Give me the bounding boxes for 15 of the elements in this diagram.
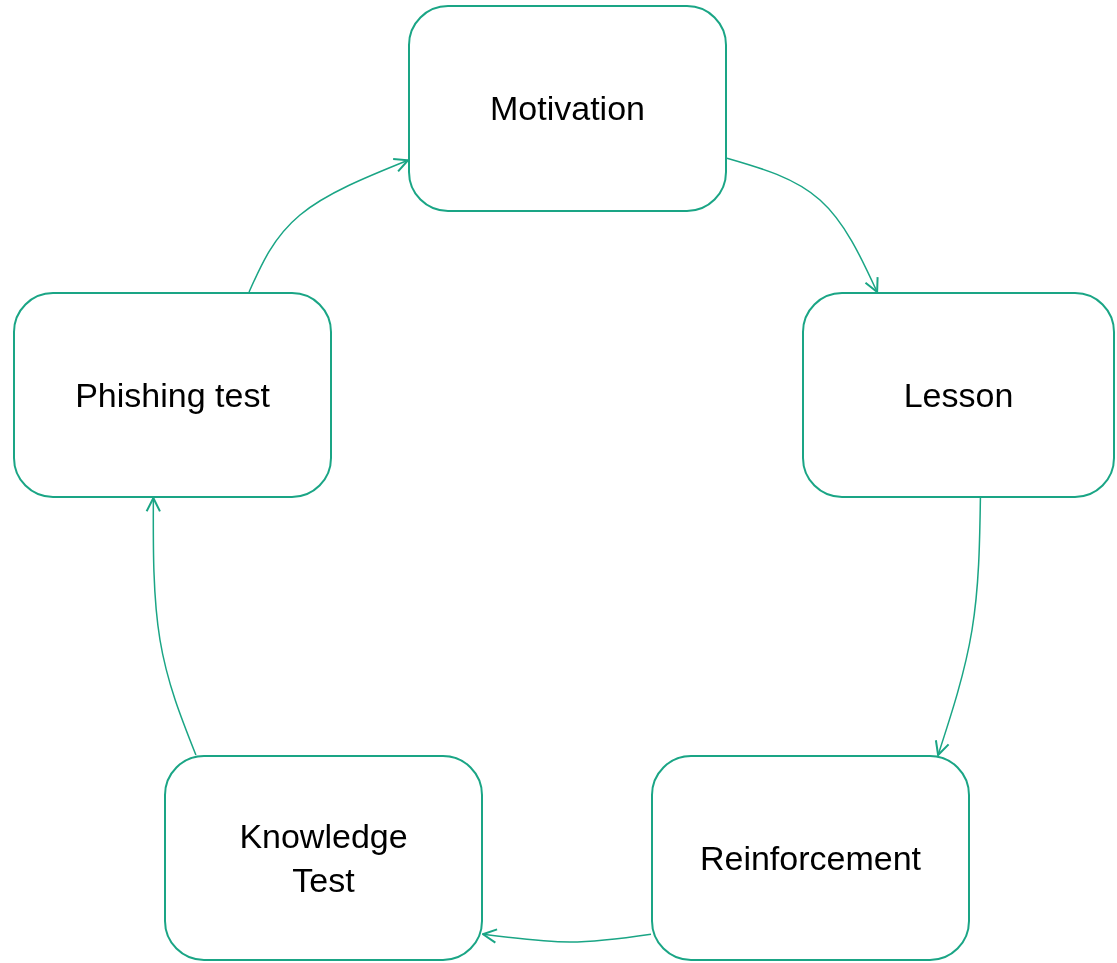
node-label: Phishing test	[75, 374, 270, 416]
process-box	[164, 755, 483, 961]
process-box	[408, 5, 727, 212]
node-label: Knowledge Test	[238, 815, 409, 901]
process-box	[802, 292, 1115, 498]
arrow	[482, 928, 652, 944]
arrow	[248, 158, 409, 293]
process-box	[651, 755, 970, 961]
process-box	[13, 292, 332, 498]
arrow	[726, 157, 879, 293]
node-label: Reinforcement	[699, 837, 922, 879]
node-label: Motivation	[490, 88, 645, 130]
arrow	[145, 497, 197, 756]
node-label: Lesson	[903, 374, 1014, 416]
arrow	[934, 497, 982, 756]
